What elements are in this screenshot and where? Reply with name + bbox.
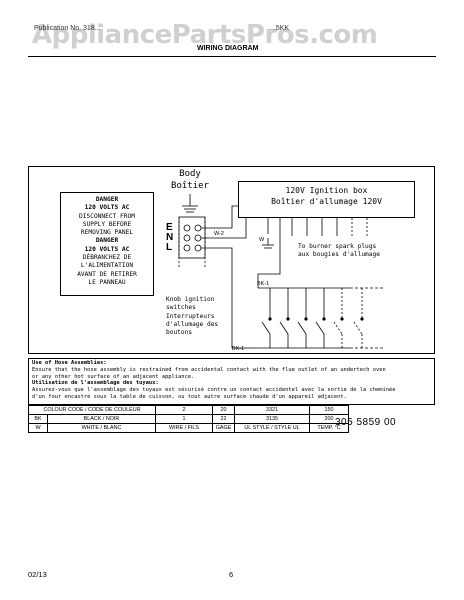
part-number: 305 5859 00 [335, 417, 397, 428]
table-cell: 150 [309, 405, 349, 415]
terminal-letter-l: L [166, 242, 173, 253]
wire-w-label: W [259, 237, 265, 243]
switch-5-pivot [340, 317, 344, 321]
danger-line: REMOVING PANEL [80, 229, 134, 237]
ignition-box-label-fr: Boîtier d'allumage 120V [271, 197, 382, 206]
switch-6-blade-optional [353, 321, 363, 335]
switch-1-blade [261, 321, 271, 335]
wire-bk1-bottom-label: BK-1 [232, 346, 244, 352]
danger-line: 120 VOLTS AC [84, 245, 130, 253]
table-cell: 20 [212, 405, 235, 415]
knob-label-line: boutons [166, 329, 193, 337]
terminal-n-left [183, 234, 191, 242]
hose-heading-en: Use of Hose Assemblies: [32, 360, 107, 366]
table-cell: BK [28, 414, 48, 424]
table-cell: 22 [212, 414, 235, 424]
knob-label-line: Knob ignition [166, 296, 215, 303]
switch-1-pivot [268, 317, 272, 321]
danger-line: LE PANNEAU [88, 278, 126, 286]
danger-line: DÉBRANCHEZ DE [82, 254, 132, 262]
ignition-box-label-en: 120V Ignition box [285, 186, 368, 195]
hose-text-en-1: Ensure that the hose assembly is restrai… [32, 366, 386, 373]
terminal-e-right [194, 224, 202, 232]
table-cell: UL STYLE / STYLE UL [234, 423, 310, 433]
switch-4-pivot [322, 317, 326, 321]
hose-text-fr-1: Assurez-vous que l'assemblage des tuyaux… [32, 387, 396, 394]
publication-number: Publication No. 318... [34, 25, 101, 32]
table-row: W WHITE / BLANC WIRE / FILS GAGE UL STYL… [28, 423, 349, 433]
switch-2-pivot [286, 317, 290, 321]
model-fragment: ...5KK [270, 25, 290, 32]
knob-label-line: d'allumage des [166, 320, 219, 328]
knob-switches-label: Knob ignition switches Interrupteurs d'a… [166, 296, 218, 337]
hose-assembly-note: Use of Hose Assemblies: Ensure that the … [28, 358, 435, 405]
table-cell: TEMP. °C [309, 423, 349, 433]
footer-date: 02/13 [28, 570, 47, 579]
hose-text-fr-2: d'un four encastré sous la table de cuis… [32, 393, 347, 400]
switch-2-blade [279, 321, 289, 335]
terminal-letter-n: N [166, 232, 174, 243]
title-divider [28, 56, 436, 57]
burner-label-fr: aux bougies d'allumage [298, 251, 380, 258]
burner-spark-label: To burner spark plugs aux bougies d'allu… [298, 243, 380, 259]
danger-line: SUPPLY BEFORE [82, 220, 132, 228]
terminal-l-right [194, 244, 202, 252]
table-cell: 1 [155, 414, 213, 424]
hose-text-en-2: or any other hot surface of an adjacent … [32, 373, 195, 380]
danger-line: DANGER [95, 237, 119, 245]
danger-line: DANGER [95, 196, 119, 203]
table-row: COLOUR CODE / CODE DE COULEUR 2 20 3321 … [28, 405, 349, 415]
wiring-diagram-frame [28, 166, 435, 354]
table-cell: 2 [155, 405, 213, 415]
wire-l [201, 247, 258, 349]
danger-warning-box: DANGER 120 VOLTS AC DISCONNECT FROM SUPP… [60, 192, 154, 296]
wire-bk1-top-label: BK-1 [257, 281, 269, 287]
wire-e [201, 205, 238, 229]
wire-n-w2 [201, 218, 247, 239]
switch-3-blade [297, 321, 307, 335]
wire-bk1-top [257, 218, 281, 288]
page-number: 6 [229, 570, 234, 579]
watermark-logo: AppliancePartsPros.com [32, 20, 378, 50]
hose-heading-fr: Utilisation de l'assemblage des tuyaux: [32, 380, 159, 387]
table-cell: W [28, 423, 48, 433]
danger-line: 120 VOLTS AC [84, 204, 130, 212]
knob-label-line: switches [166, 304, 196, 312]
switch-4-blade [315, 321, 325, 335]
body-label-fr: Boîtier [171, 181, 209, 191]
table-cell: GAGE [212, 423, 235, 433]
colour-code-table: COLOUR CODE / CODE DE COULEUR 2 20 3321 … [28, 405, 349, 433]
danger-line: DISCONNECT FROM [79, 212, 135, 220]
terminal-l-left [183, 244, 191, 252]
table-cell: BLACK / NOIR [47, 414, 156, 424]
body-label: Body Boîtier [170, 168, 210, 192]
burner-label-en: To burner spark plugs [298, 243, 377, 250]
switch-5-blade-optional [333, 321, 343, 335]
table-cell: 3321 [234, 405, 310, 415]
table-cell: 3135 [234, 414, 310, 424]
page-title: WIRING DIAGRAM [197, 45, 259, 52]
table-cell: WIRE / FILS [155, 423, 213, 433]
danger-line: AVANT DE RETIRER [77, 270, 137, 278]
switch-6-pivot [360, 317, 364, 321]
ignition-box: 120V Ignition box Boîtier d'allumage 120… [238, 181, 415, 218]
table-cell: WHITE / BLANC [47, 423, 156, 433]
danger-line: L'ALIMENTATION [80, 262, 134, 270]
terminal-letter-e: E [166, 222, 173, 233]
body-label-en: Body [179, 169, 201, 179]
terminal-e-left [183, 224, 191, 232]
wire-w2-label: W-2 [214, 231, 224, 237]
knob-label-line: Interrupteurs [166, 312, 215, 320]
switch-3-pivot [304, 317, 308, 321]
terminal-n-right [194, 234, 202, 242]
table-cell: COLOUR CODE / CODE DE COULEUR [28, 405, 156, 415]
table-row: BK BLACK / NOIR 1 22 3135 200 [28, 414, 349, 424]
